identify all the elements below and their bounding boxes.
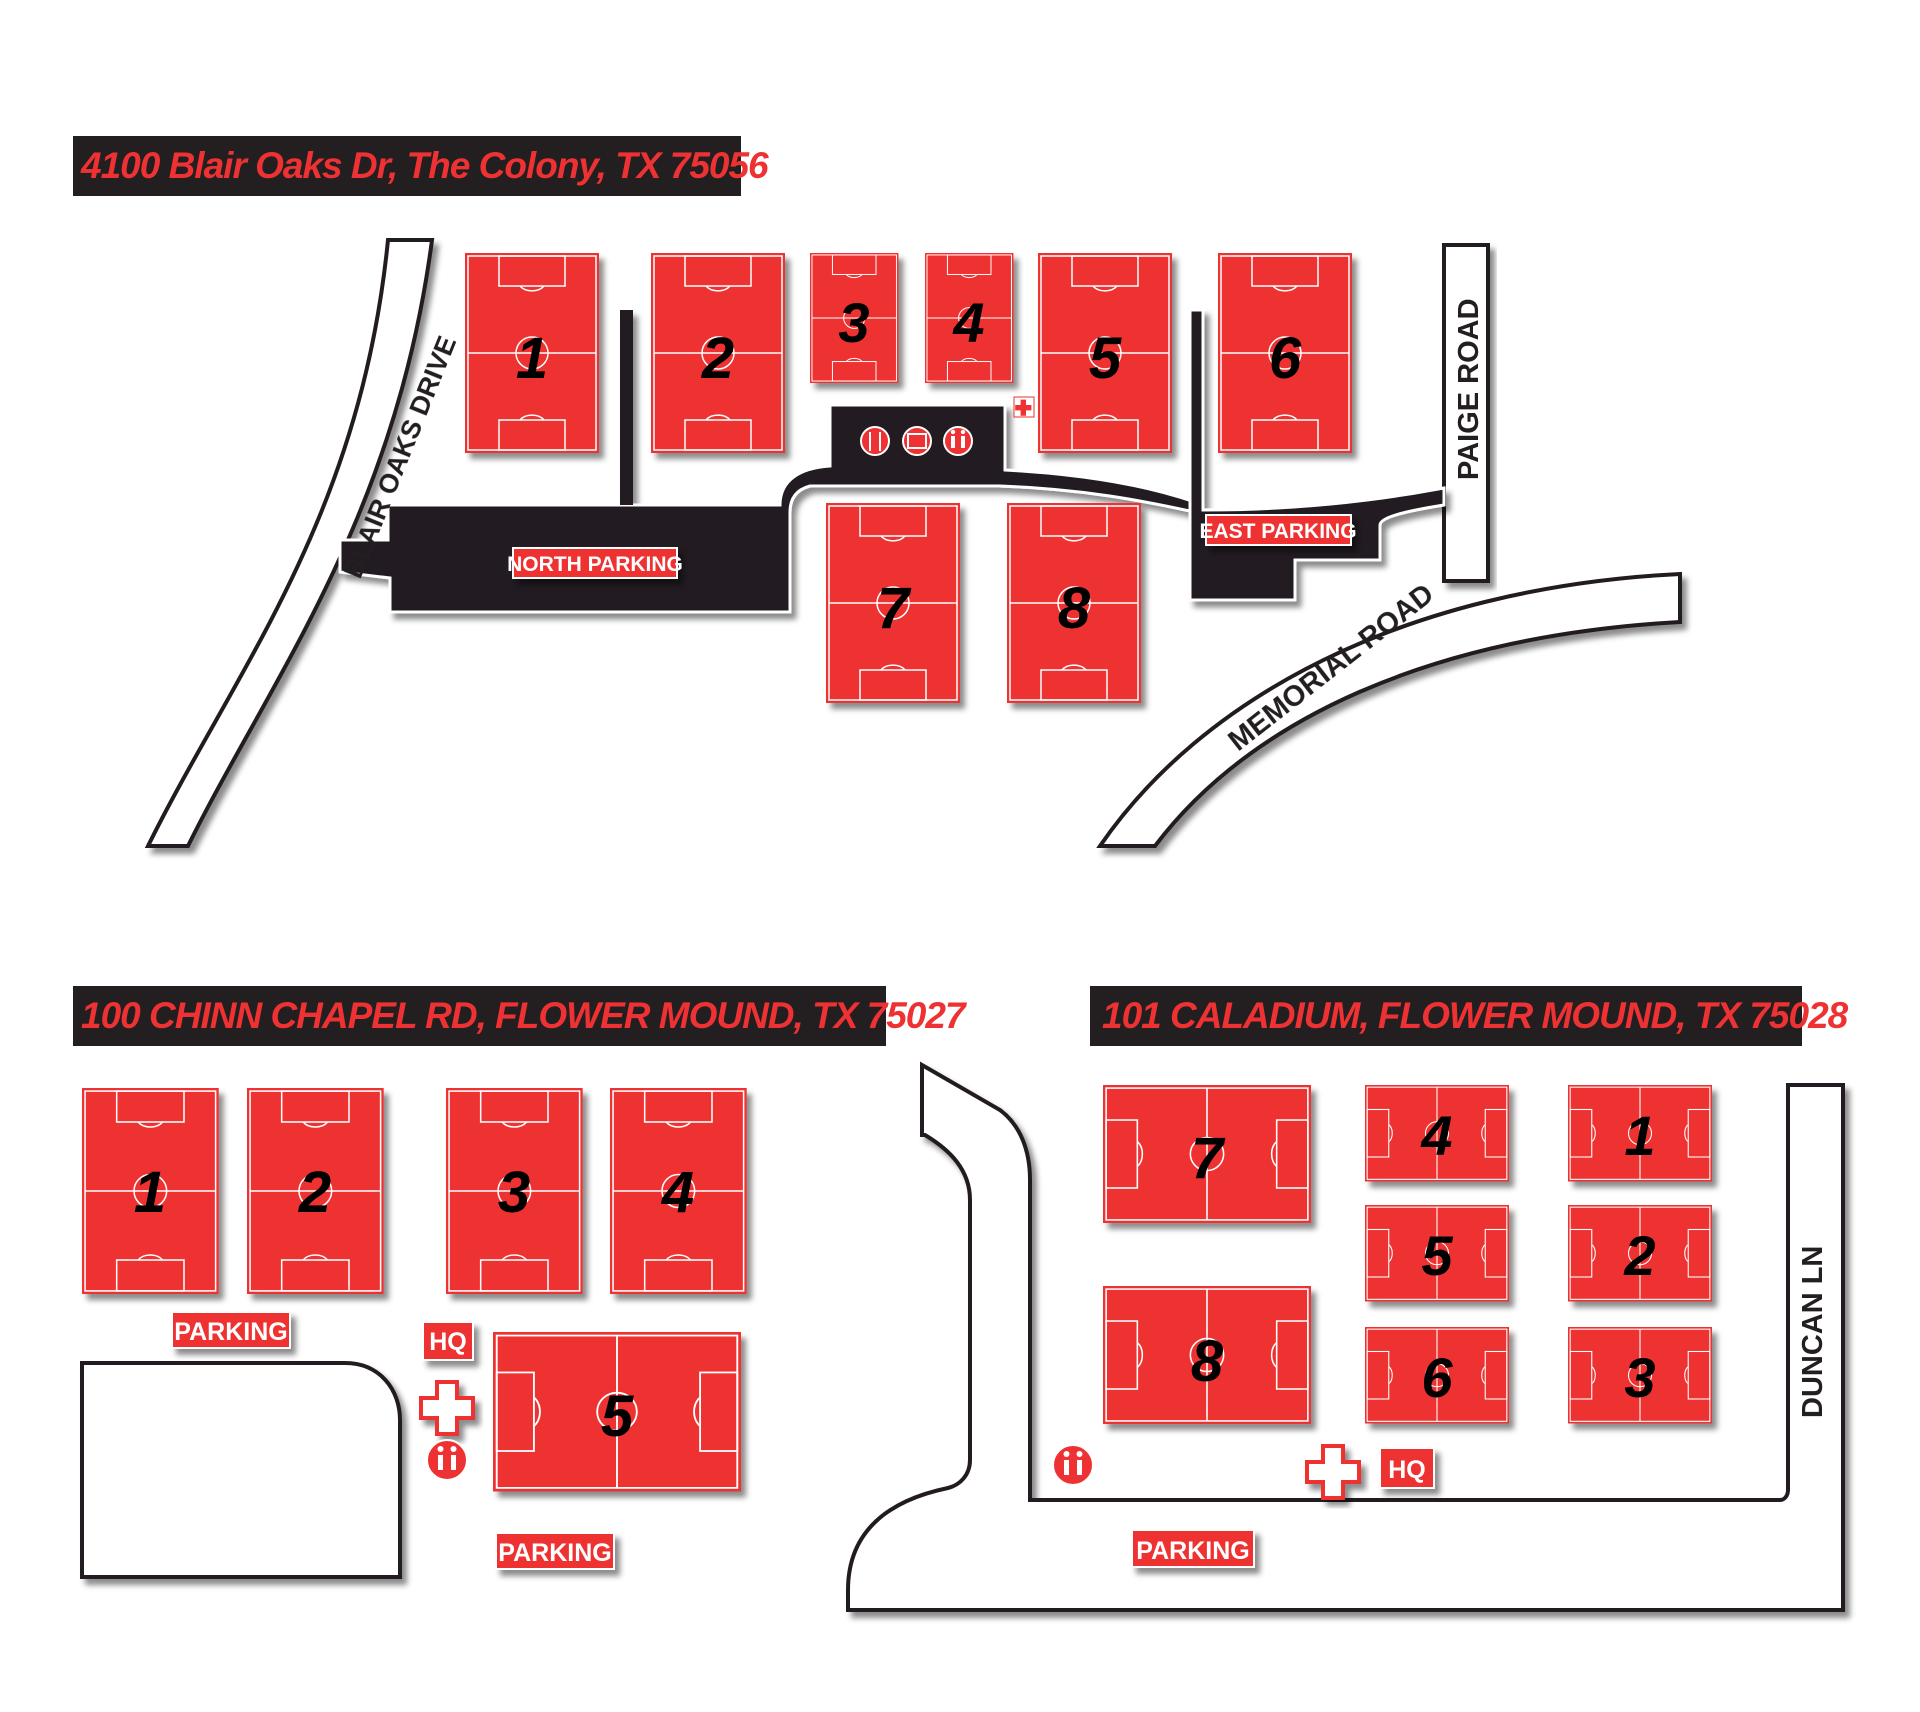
site3-field-4-number: 4 (1420, 1104, 1452, 1167)
site3-parking-label: PARKING (1136, 1537, 1249, 1565)
site3-field-1[interactable]: 1 (1567, 1084, 1713, 1183)
site1-field-5[interactable]: 5 (1037, 252, 1173, 454)
site3-labels: PARKING HQ DUNCAN LN (1052, 1246, 1829, 1568)
restroom-icon (943, 426, 973, 456)
site1-field-8[interactable]: 8 (1006, 502, 1142, 704)
site3-field-8-number: 8 (1191, 1329, 1224, 1394)
blair-oaks-drive-road (144, 238, 435, 848)
north-parking-connector (620, 310, 633, 505)
site2-address-banner: 100 CHINN CHAPEL RD, FLOWER MOUND, TX 75… (73, 986, 966, 1046)
duncan-ln-label: DUNCAN LN (1797, 1246, 1829, 1418)
site1-field-2-number: 2 (701, 326, 734, 391)
site3-field-3[interactable]: 3 (1567, 1326, 1713, 1425)
site2-field-5-number: 5 (601, 1384, 634, 1449)
site3-fields: 7 8 4 5 6 1 2 3 (1102, 1084, 1713, 1425)
site3-address-banner: 101 CALADIUM, FLOWER MOUND, TX 75028 (1090, 986, 1848, 1046)
site1-address-banner: 4100 Blair Oaks Dr, The Colony, TX 75056 (73, 136, 769, 196)
site2-parking-label-2: PARKING (498, 1539, 611, 1567)
site2-parking-lot (80, 1361, 402, 1579)
site2-hq-label: HQ (429, 1328, 467, 1356)
site3-field-5-number: 5 (1421, 1224, 1453, 1287)
first-aid-icon (419, 1380, 475, 1436)
site3-field-8[interactable]: 8 (1102, 1285, 1312, 1425)
site2-fields: 1 2 3 4 5 (81, 1087, 748, 1493)
site2-field-4[interactable]: 4 (609, 1087, 748, 1295)
site3-field-1-number: 1 (1624, 1104, 1655, 1167)
site1-field-5-number: 5 (1089, 326, 1122, 391)
site3-field-3-number: 3 (1624, 1346, 1655, 1409)
site3-hq-label: HQ (1388, 1456, 1426, 1484)
food-icon (860, 426, 890, 456)
site3-field-7-number: 7 (1191, 1126, 1226, 1191)
site1-field-3-number: 3 (838, 291, 869, 354)
site3-field-7[interactable]: 7 (1102, 1084, 1312, 1224)
site1-field-1-number: 1 (516, 326, 548, 391)
east-parking-label: EAST PARKING (1199, 520, 1356, 543)
site3-field-2[interactable]: 2 (1567, 1204, 1713, 1303)
site2-field-5[interactable]: 5 (492, 1331, 742, 1493)
site2-field-1[interactable]: 1 (81, 1087, 220, 1295)
site2-field-2-number: 2 (298, 1160, 331, 1225)
site1-address: 4100 Blair Oaks Dr, The Colony, TX 75056 (81, 145, 769, 186)
north-parking-label: NORTH PARKING (507, 553, 683, 576)
site2-field-3[interactable]: 3 (445, 1087, 584, 1295)
site2-field-3-number: 3 (498, 1160, 530, 1225)
site1-field-4[interactable]: 4 (924, 252, 1014, 384)
site1-roads (144, 238, 1682, 848)
site2-field-4-number: 4 (661, 1160, 694, 1225)
site1-amenities (860, 396, 1035, 456)
site2-address: 100 CHINN CHAPEL RD, FLOWER MOUND, TX 75… (81, 995, 966, 1036)
site1-field-6-number: 6 (1269, 326, 1302, 391)
site2-parking-label-1: PARKING (174, 1318, 287, 1346)
site1-field-4-number: 4 (952, 291, 984, 354)
site3-field-6-number: 6 (1421, 1346, 1453, 1409)
site3-address: 101 CALADIUM, FLOWER MOUND, TX 75028 (1102, 995, 1848, 1036)
site2-field-1-number: 1 (134, 1160, 166, 1225)
site1-field-2[interactable]: 2 (650, 252, 786, 454)
site3-field-5[interactable]: 5 (1364, 1204, 1510, 1303)
restroom-icon (426, 1439, 468, 1481)
first-aid-icon (1013, 396, 1035, 418)
site1-field-1[interactable]: 1 (464, 252, 600, 454)
paige-road-label: PAIGE ROAD (1453, 298, 1485, 480)
first-aid-icon (1305, 1444, 1361, 1500)
site3-map: 7 8 4 5 6 1 2 3 PARKING HQ DUNCAN L (846, 1061, 1845, 1612)
site3-field-6[interactable]: 6 (1364, 1326, 1510, 1425)
site2-field-2[interactable]: 2 (246, 1087, 385, 1295)
site3-field-4[interactable]: 4 (1364, 1084, 1510, 1183)
restroom-icon (1052, 1444, 1094, 1486)
site3-road-loop (846, 1061, 1845, 1612)
site3-field-2-number: 2 (1623, 1224, 1655, 1287)
memorial-road (1096, 571, 1682, 848)
site1-field-7-number: 7 (877, 576, 912, 641)
site1-field-3[interactable]: 3 (809, 252, 899, 384)
site2-map: 1 2 3 4 5 PARKING PARKING HQ (80, 1087, 748, 1579)
site1-field-7[interactable]: 7 (825, 502, 961, 704)
concession-stand-icon (902, 426, 932, 456)
site1-field-8-number: 8 (1058, 576, 1091, 641)
site1-fields: 1 2 3 4 5 6 7 8 (464, 252, 1353, 704)
site2-labels: PARKING PARKING HQ (171, 1311, 615, 1570)
paige-road (1442, 243, 1490, 583)
site1-field-6[interactable]: 6 (1217, 252, 1353, 454)
